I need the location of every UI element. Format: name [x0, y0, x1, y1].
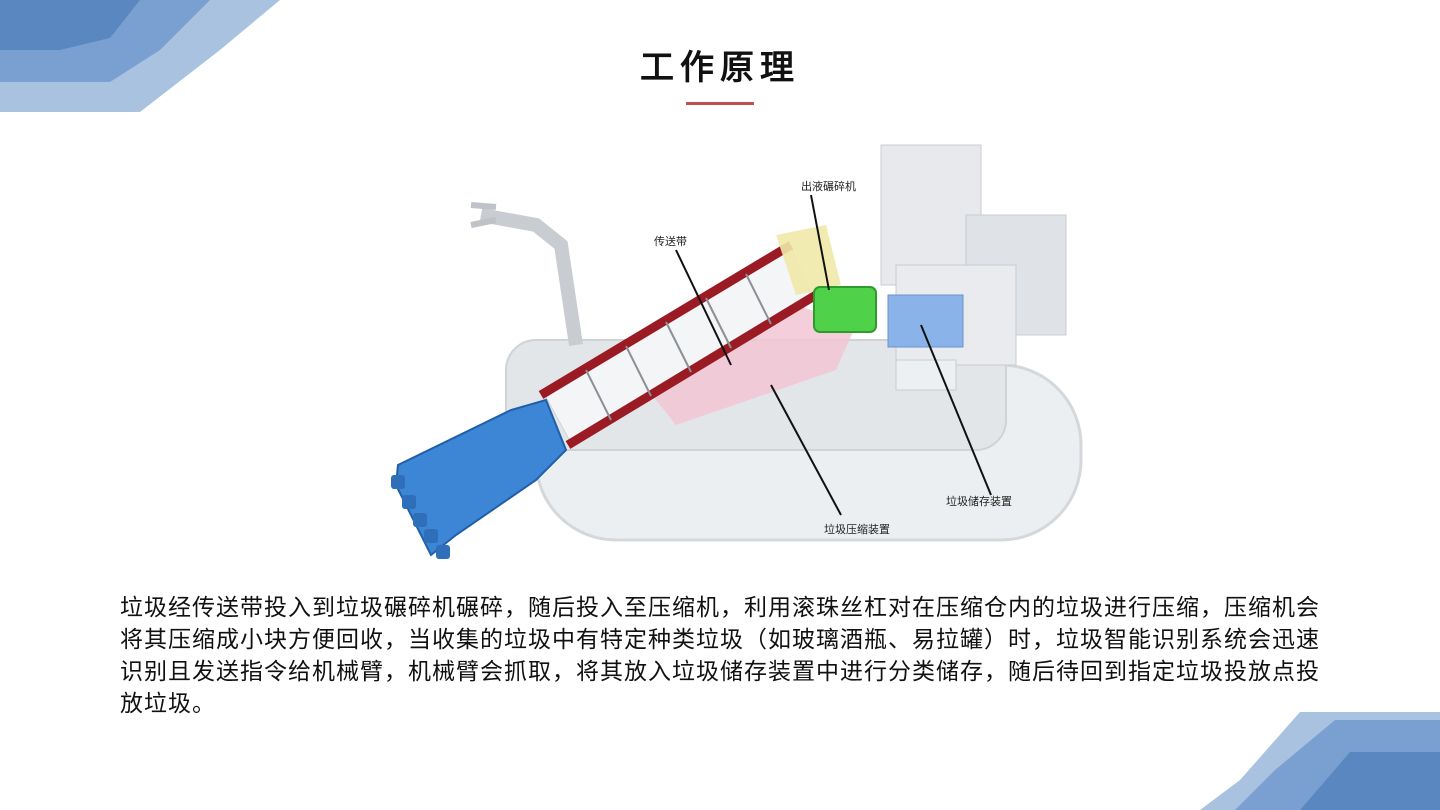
chute-teeth — [391, 475, 450, 559]
conveyor-rail-bottom — [565, 291, 819, 449]
storage-device — [887, 294, 964, 348]
callout-compress: 垃圾压缩装置 — [824, 522, 890, 536]
machinery-block — [880, 144, 982, 286]
hopper — [776, 225, 841, 295]
conveyor-slats — [585, 273, 772, 421]
crusher — [813, 286, 877, 333]
compress-device — [636, 305, 856, 425]
title-underline — [686, 102, 754, 105]
callout-conveyor: 传送带 — [654, 234, 687, 248]
description-paragraph: 垃圾经传送带投入到垃圾碾碎机碾碎，随后投入至压缩机，利用滚珠丝杠对在压缩仓内的垃… — [120, 595, 1320, 717]
storage-lower — [895, 359, 957, 391]
top-left-decoration — [0, 0, 280, 112]
callout-lines — [675, 194, 992, 516]
machine-diagram-svg: 出液碾碎机 传送带 垃圾压缩装置 垃圾储存装置 — [391, 144, 1083, 559]
page-title: 工作原理 — [640, 48, 800, 88]
robot-gripper — [470, 202, 497, 228]
callout-crusher: 出液碾碎机 — [801, 179, 856, 193]
bottom-right-decoration — [1200, 712, 1440, 810]
callout-storage: 垃圾储存装置 — [946, 494, 1012, 508]
conveyor-rail-top — [538, 241, 794, 399]
machine-diagram: 出液碾碎机 传送带 垃圾压缩装置 垃圾储存装置 — [336, 135, 1108, 575]
robot-arm — [479, 208, 583, 347]
